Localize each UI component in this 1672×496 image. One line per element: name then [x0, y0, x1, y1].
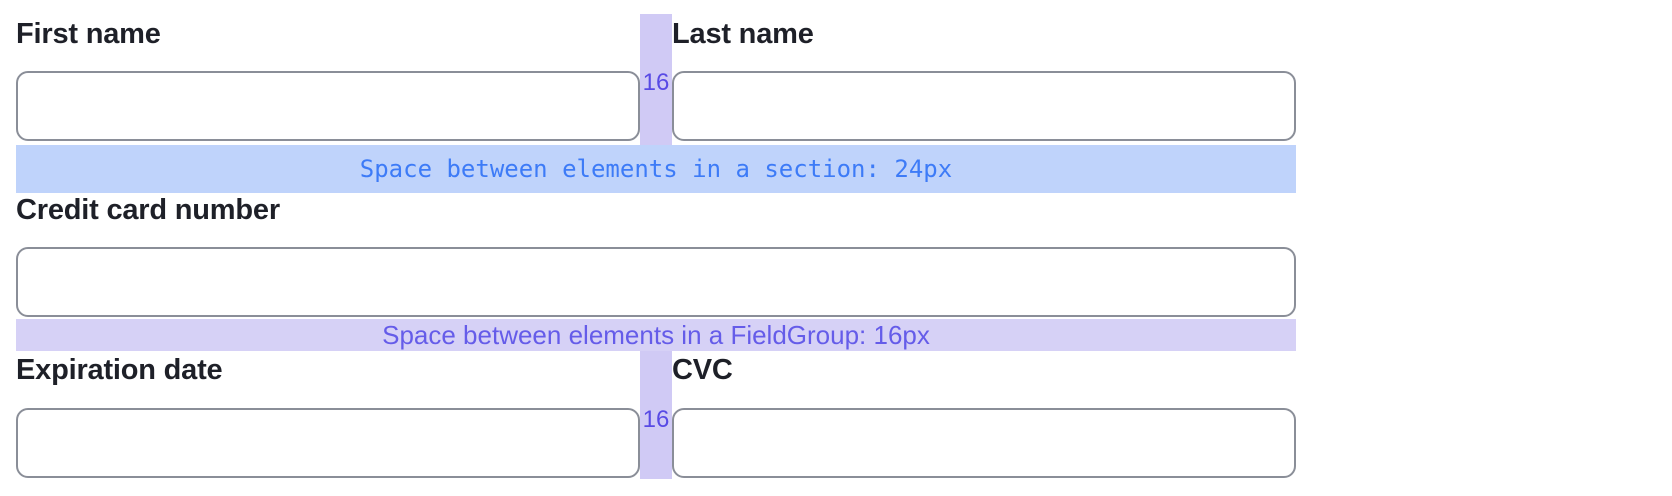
credit-card-number-label: Credit card number	[16, 194, 280, 226]
column-gap-value-bottom: 16	[642, 406, 670, 433]
cvc-input[interactable]	[672, 408, 1296, 478]
cvc-label: CVC	[672, 354, 733, 386]
expiration-date-label: Expiration date	[16, 354, 223, 386]
column-gap-value-top: 16	[642, 69, 670, 96]
column-gap-highlight-bottom	[640, 351, 672, 479]
section-spacing-band-text: Space between elements in a section: 24p…	[359, 155, 953, 183]
column-gap-highlight-top	[640, 14, 672, 145]
first-name-label: First name	[16, 18, 161, 50]
section-spacing-band: Space between elements in a section: 24p…	[16, 145, 1296, 193]
spacing-demo-form: First name Last name 16 Space between el…	[16, 0, 1296, 496]
expiration-date-input[interactable]	[16, 408, 640, 478]
last-name-input[interactable]	[672, 71, 1296, 141]
fieldgroup-spacing-band-text: Space between elements in a FieldGroup: …	[382, 319, 930, 350]
first-name-input[interactable]	[16, 71, 640, 141]
fieldgroup-spacing-band: Space between elements in a FieldGroup: …	[16, 319, 1296, 351]
last-name-label: Last name	[672, 18, 814, 50]
credit-card-number-input[interactable]	[16, 247, 1296, 317]
